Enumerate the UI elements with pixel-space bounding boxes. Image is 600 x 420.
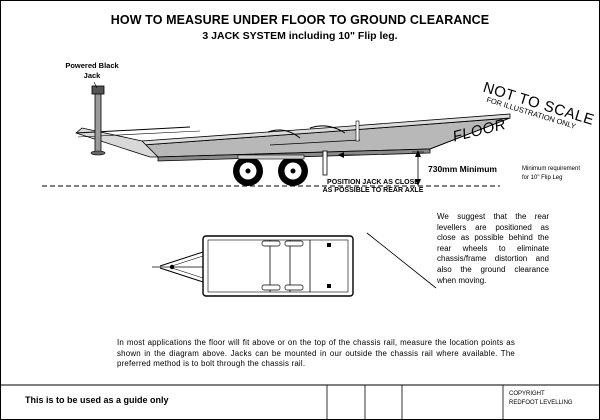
wheel-rear-hub xyxy=(290,168,296,174)
page-title: HOW TO MEASURE UNDER FLOOR TO GROUND CLE… xyxy=(110,13,490,27)
wheel-front-hub xyxy=(245,168,251,174)
plan-view xyxy=(152,235,354,297)
clearance-arrow-bottom xyxy=(415,179,421,186)
plan-wheel-bl xyxy=(261,284,281,291)
jack-label-line xyxy=(93,81,98,89)
minimum-clearance-label: 730mm Minimum xyxy=(428,164,497,174)
jack-position-note: POSITION JACK AS CLOSE AS POSSIBLE TO RE… xyxy=(318,179,428,195)
plan-frame-inner xyxy=(207,239,349,293)
requirement-line1: Minimum requirement xyxy=(522,166,581,172)
guide-disclaimer: This is to be used as a guide only xyxy=(25,395,169,405)
page-subtitle: 3 JACK SYSTEM including 10" Flip leg. xyxy=(202,30,398,42)
plan-frame-outer xyxy=(202,235,354,297)
plan-wheel-tr xyxy=(284,240,304,247)
clearance-arrow-top xyxy=(415,150,421,157)
rear-jack xyxy=(322,150,328,176)
plan-aframe-inner-bottom xyxy=(171,267,204,279)
copyright-block: COPYRIGHT REDFOOT LEVELLING xyxy=(509,390,573,407)
jack-position-line1: POSITION JACK AS CLOSE xyxy=(327,179,419,186)
plan-jack-rear-top xyxy=(327,243,331,247)
front-jack-tube xyxy=(94,91,102,153)
front-jack-motor xyxy=(91,85,105,95)
jack-label-line2: Jack xyxy=(83,71,101,80)
suggestion-text: We suggest that the rear levellers are p… xyxy=(437,212,549,285)
suggestion-pointer xyxy=(366,232,437,289)
chassis-rail xyxy=(269,139,361,146)
crossmember-2 xyxy=(309,125,346,134)
plan-jack-rear-bottom xyxy=(327,284,331,288)
powered-jack-label: Powered Black Jack xyxy=(52,61,132,81)
body-text: In most applications the floor will fit … xyxy=(117,338,515,369)
copyright-line2: REDFOOT LEVELLING xyxy=(509,399,573,406)
crossmember-1 xyxy=(267,129,301,139)
plan-wheel-tl xyxy=(261,240,281,247)
jack-label-line1: Powered Black xyxy=(65,61,119,70)
leaf-spring xyxy=(237,154,305,160)
plan-front-jack xyxy=(169,264,175,270)
copyright-line1: COPYRIGHT xyxy=(509,391,545,397)
requirement-note: Minimum requirement for 10" Flip Leg xyxy=(522,165,600,183)
plan-aframe-inner-top xyxy=(171,255,204,267)
requirement-line2: for 10" Flip Leg xyxy=(522,175,563,181)
plan-wheel-br xyxy=(284,284,304,291)
plan-aframe-top xyxy=(159,251,204,267)
rear-post xyxy=(355,120,360,142)
jack-position-line2: AS POSSIBLE TO REAR AXLE xyxy=(322,187,424,194)
rear-jack-arrowhead xyxy=(338,152,344,158)
front-jack-foot xyxy=(90,150,106,156)
plan-aframe-bottom xyxy=(159,267,204,283)
